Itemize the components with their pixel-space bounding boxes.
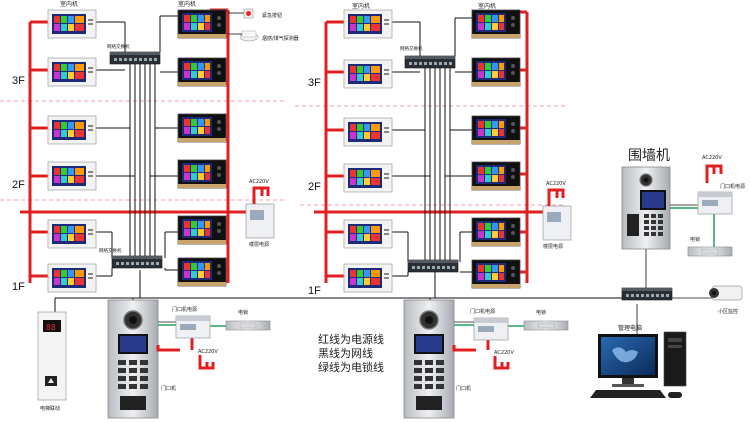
label-switch: 网络交换机 — [107, 43, 130, 50]
floor-label: 2F — [308, 181, 321, 193]
indoor-unit — [471, 259, 521, 289]
network-switch — [404, 55, 456, 69]
indoor-unit — [177, 57, 227, 87]
label-elevator: 电梯联动 — [40, 405, 60, 412]
floor-label: 2F — [12, 179, 25, 191]
emergency-button-icon — [228, 8, 254, 19]
indoor-unit — [177, 9, 227, 39]
ac220-plug-icon — [252, 186, 270, 204]
door-unit-power-box — [175, 315, 211, 339]
label-mgmt-pc: 管理电脑 — [618, 324, 642, 332]
wall-unit-panel — [621, 166, 671, 250]
legend-green: 绿线为电锁线 — [318, 360, 384, 374]
indoor-unit — [47, 263, 97, 293]
door-unit-power-box — [473, 317, 509, 341]
ac220-plug-icon — [547, 188, 565, 206]
network-switch — [109, 51, 161, 65]
indoor-unit — [177, 215, 227, 245]
indoor-unit — [343, 117, 393, 147]
building-left — [20, 8, 625, 312]
label-indoor-unit: 室内机 — [478, 2, 496, 10]
indoor-unit — [471, 217, 521, 247]
label-floor-power: 楼层电源 — [249, 241, 269, 248]
label-ac220: AC220V — [546, 181, 566, 187]
indoor-unit — [47, 115, 97, 145]
electric-lock — [225, 320, 271, 331]
label-indoor-unit: 室内机 — [352, 2, 370, 10]
floor-label: 1F — [12, 281, 25, 293]
floor-label: 3F — [12, 75, 25, 87]
indoor-unit — [343, 263, 393, 293]
indoor-unit — [177, 159, 227, 189]
svg-text:88: 88 — [46, 323, 56, 332]
indoor-unit — [343, 219, 393, 249]
floor-label: 1F — [308, 285, 321, 297]
label-camera: 小区监控 — [718, 308, 738, 315]
label-floor-power: 楼层电源 — [543, 243, 563, 250]
door-unit-power-box — [697, 191, 733, 215]
label-wall-unit: 围墙机 — [628, 148, 670, 164]
indoor-unit — [47, 219, 97, 249]
door-unit-panel — [403, 299, 455, 419]
indoor-unit — [343, 163, 393, 193]
indoor-unit — [343, 9, 393, 39]
building-right — [314, 9, 572, 300]
indoor-unit — [471, 161, 521, 191]
label-ac220: AC220V — [249, 179, 269, 185]
indoor-unit — [47, 161, 97, 191]
smoke-detector-icon — [228, 30, 259, 42]
label-lock: 电锁 — [690, 236, 700, 243]
floor-power-box — [245, 203, 275, 239]
label-ac220: AC220V — [494, 350, 514, 356]
electric-lock — [523, 320, 569, 331]
label-indoor-unit: 室内机 — [178, 0, 196, 8]
label-ac220: AC220V — [198, 349, 218, 355]
indoor-unit — [471, 9, 521, 39]
indoor-unit — [47, 9, 97, 39]
label-lock: 电锁 — [536, 309, 546, 316]
label-door-power: 门口机电源 — [172, 306, 197, 313]
computer-icon — [590, 331, 687, 398]
label-indoor-unit: 室内机 — [60, 0, 78, 8]
door-unit-panel — [107, 299, 159, 419]
network-switch — [111, 255, 163, 269]
indoor-unit — [47, 57, 97, 87]
label-switch: 网络交换机 — [400, 45, 423, 52]
indoor-unit — [177, 257, 227, 287]
label-lock: 电锁 — [238, 309, 248, 316]
indoor-unit — [471, 57, 521, 87]
label-switch: 网络交换机 — [99, 247, 122, 254]
indoor-unit — [471, 115, 521, 145]
label-door-power: 门口机电源 — [720, 183, 745, 190]
floor-label: 3F — [308, 77, 321, 89]
network-switch — [621, 287, 673, 301]
network-switch — [407, 259, 459, 273]
legend-red: 红线为电源线 — [318, 332, 384, 346]
elevator-panel: 88 — [37, 311, 67, 401]
label-smoke: 烟感/煤气探测器 — [262, 35, 299, 42]
floor-power-box — [542, 205, 572, 241]
indoor-unit — [177, 113, 227, 143]
label-door-unit: 门口机 — [456, 385, 471, 392]
camera-icon — [709, 285, 743, 301]
legend-black: 黑线为网线 — [318, 346, 373, 360]
electric-lock — [687, 246, 733, 257]
label-door-power: 门口机电源 — [470, 308, 495, 315]
indoor-unit — [343, 59, 393, 89]
label-door-unit: 门口机 — [161, 385, 176, 392]
label-ac220: AC220V — [702, 155, 722, 161]
label-emergency: 紧急按钮 — [262, 12, 282, 19]
